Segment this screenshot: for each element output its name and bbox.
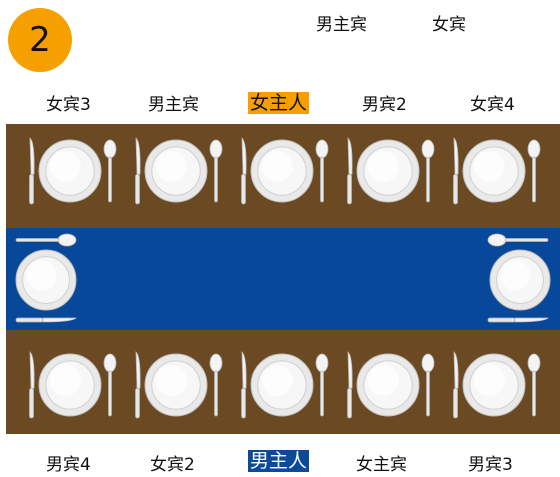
spoon-icon [315, 353, 329, 417]
plate-icon [356, 353, 420, 417]
spoon-icon [209, 139, 223, 203]
knife-icon [347, 351, 353, 419]
knife-icon [347, 137, 353, 205]
place-setting-right-end [486, 232, 552, 328]
spoon-icon [527, 139, 541, 203]
knife-icon [135, 351, 141, 419]
plate-icon [144, 139, 208, 203]
legend-male-guest: 男主宾 [316, 15, 367, 35]
knife-icon [135, 137, 141, 205]
seat-label-top-2: 男主宾 [148, 95, 199, 115]
place-setting-left-end [12, 232, 78, 328]
place-setting-bottom-4 [342, 350, 438, 420]
place-setting-top-2 [130, 136, 226, 206]
plate-icon [250, 353, 314, 417]
place-setting-top-4 [342, 136, 438, 206]
place-setting-bottom-5 [448, 350, 544, 420]
seat-label-host: 男主人 [248, 450, 310, 472]
knife-icon [241, 137, 247, 205]
place-setting-top-1 [24, 136, 120, 206]
plate-icon [462, 139, 526, 203]
place-setting-top-3 [236, 136, 332, 206]
seat-label-bottom-2: 女宾2 [150, 455, 195, 475]
seat-label-bottom-1: 男宾4 [46, 455, 91, 475]
plate-icon [250, 139, 314, 203]
knife-icon [453, 351, 459, 419]
place-setting-top-5 [448, 136, 544, 206]
spoon-icon [15, 233, 77, 247]
spoon-icon [103, 353, 117, 417]
plate-icon [144, 353, 208, 417]
seat-label-top-4: 男宾2 [362, 95, 407, 115]
seat-label-hostess: 女主人 [248, 92, 310, 114]
seat-label-bottom-5: 男宾3 [468, 455, 513, 475]
spoon-icon [421, 353, 435, 417]
seat-label-top-1: 女宾3 [46, 95, 91, 115]
plate-icon [38, 139, 102, 203]
spoon-icon [527, 353, 541, 417]
step-number-badge: 2 [8, 8, 72, 72]
knife-icon [241, 351, 247, 419]
spoon-icon [315, 139, 329, 203]
plate-icon [489, 249, 551, 311]
place-setting-bottom-1 [24, 350, 120, 420]
spoon-icon [487, 233, 549, 247]
legend-female-guest: 女宾 [432, 15, 466, 35]
seat-label-top-5: 女宾4 [470, 95, 515, 115]
spoon-icon [209, 353, 223, 417]
plate-icon [462, 353, 526, 417]
knife-icon [453, 137, 459, 205]
plate-icon [356, 139, 420, 203]
spoon-icon [103, 139, 117, 203]
knife-icon [29, 351, 35, 419]
knife-icon [15, 317, 77, 323]
place-setting-bottom-2 [130, 350, 226, 420]
place-setting-bottom-3 [236, 350, 332, 420]
plate-icon [15, 249, 77, 311]
spoon-icon [421, 139, 435, 203]
seat-label-bottom-4: 女主宾 [356, 455, 407, 475]
knife-icon [487, 317, 549, 323]
plate-icon [38, 353, 102, 417]
knife-icon [29, 137, 35, 205]
table-runner [6, 228, 560, 330]
